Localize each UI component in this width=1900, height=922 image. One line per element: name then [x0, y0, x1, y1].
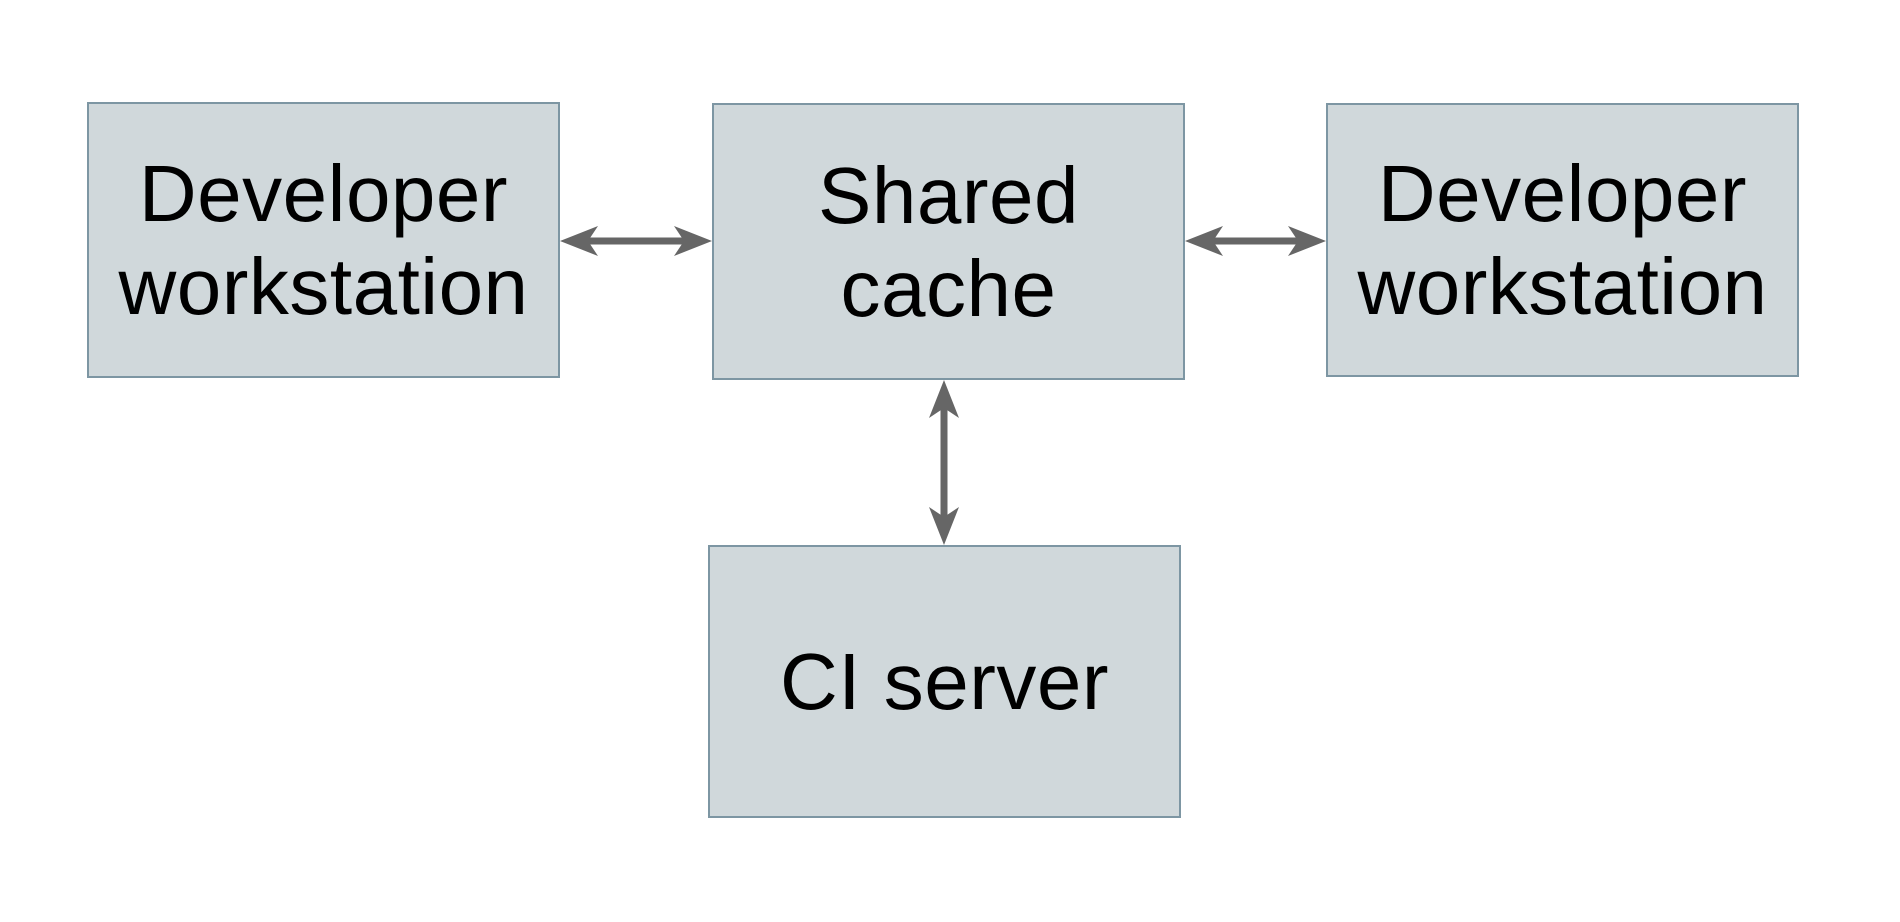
bidirectional-arrow-cache-to-right-workstation [1185, 226, 1326, 256]
node-ci-server: CI server [708, 545, 1181, 818]
node-label-shared-cache: Shared cache [818, 150, 1079, 333]
node-label-developer-workstation-right: Developer workstation [1357, 149, 1768, 331]
node-label-ci-server: CI server [780, 637, 1109, 726]
bidirectional-arrow-left-workstation-to-cache [560, 226, 712, 256]
node-developer-workstation-left: Developer workstation [87, 102, 560, 378]
node-label-developer-workstation-left: Developer workstation [118, 149, 529, 331]
node-shared-cache: Shared cache [712, 103, 1185, 380]
node-developer-workstation-right: Developer workstation [1326, 103, 1799, 377]
bidirectional-arrow-cache-to-ci-server [929, 380, 959, 545]
